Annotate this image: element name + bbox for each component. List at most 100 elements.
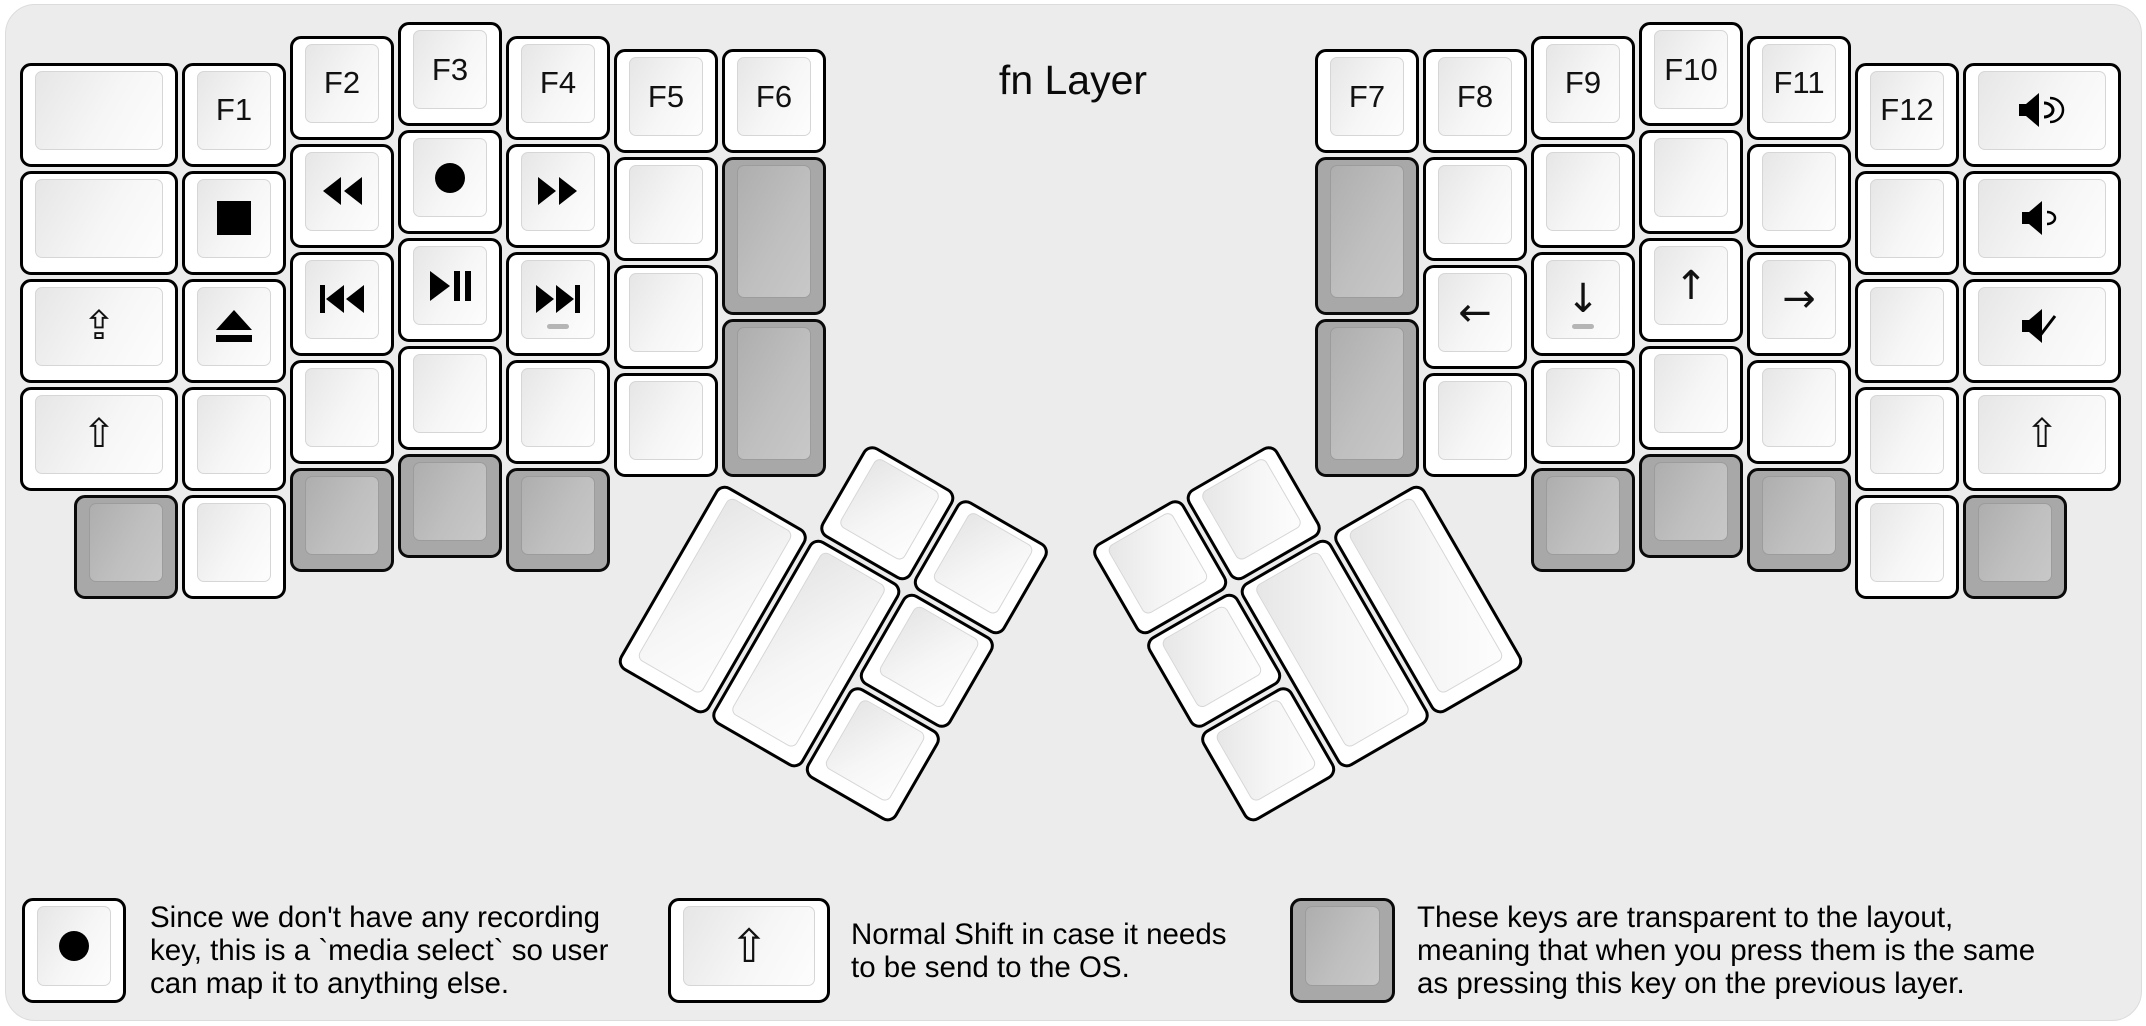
key-transparent[interactable] bbox=[74, 494, 178, 599]
key-transparent[interactable] bbox=[722, 157, 826, 315]
key-blank[interactable] bbox=[20, 62, 178, 167]
key-blank[interactable] bbox=[182, 386, 286, 491]
key-f6[interactable]: F6 bbox=[722, 49, 826, 153]
key-transparent[interactable] bbox=[1315, 157, 1419, 315]
key-transparent[interactable] bbox=[1747, 467, 1851, 572]
keycap-top bbox=[197, 286, 271, 366]
key-rewind[interactable] bbox=[290, 143, 394, 248]
key-f9[interactable]: F9 bbox=[1531, 35, 1635, 140]
legend-line: These keys are transparent to the layout… bbox=[1417, 901, 1954, 934]
key-caps-lock[interactable]: ⇪ bbox=[20, 278, 178, 383]
key-f11[interactable]: F11 bbox=[1747, 35, 1851, 140]
key-stop[interactable] bbox=[182, 170, 286, 275]
stop-icon bbox=[215, 199, 253, 237]
key-transparent[interactable] bbox=[1639, 454, 1743, 558]
key-blank[interactable] bbox=[1639, 130, 1743, 234]
key-blank[interactable] bbox=[20, 170, 178, 275]
key-blank[interactable] bbox=[614, 373, 718, 477]
key-arrow-left[interactable]: ← bbox=[1423, 265, 1527, 369]
keycap-top bbox=[629, 165, 703, 244]
legend-text-shift: Normal Shift in case it needs to be send… bbox=[851, 918, 1226, 984]
keycap-top bbox=[1870, 286, 1944, 366]
key-transparent[interactable] bbox=[1315, 319, 1419, 477]
key-blank[interactable] bbox=[1423, 157, 1527, 261]
key-f8[interactable]: F8 bbox=[1423, 49, 1527, 153]
key-eject[interactable] bbox=[182, 278, 286, 383]
key-transparent[interactable] bbox=[398, 454, 502, 558]
key-blank[interactable] bbox=[614, 265, 718, 369]
key-f10[interactable]: F10 bbox=[1639, 22, 1743, 126]
key-label: F6 bbox=[755, 78, 793, 114]
key-arrow-down[interactable]: ↓ bbox=[1531, 251, 1635, 356]
key-blank[interactable] bbox=[1855, 386, 1959, 491]
key-transparent[interactable] bbox=[506, 467, 610, 572]
key-mute[interactable] bbox=[1963, 278, 2121, 383]
key-f5[interactable]: F5 bbox=[614, 49, 718, 153]
key-fast-forward[interactable] bbox=[506, 143, 610, 248]
key-shift-left[interactable]: ⇧ bbox=[20, 386, 178, 491]
key-blank[interactable] bbox=[398, 346, 502, 450]
key-blank[interactable] bbox=[1855, 278, 1959, 383]
key-record[interactable] bbox=[398, 130, 502, 234]
key-arrow-up[interactable]: ↑ bbox=[1639, 238, 1743, 342]
key-f2[interactable]: F2 bbox=[290, 35, 394, 140]
keycap-top bbox=[305, 367, 379, 447]
key-label: F1 bbox=[215, 92, 253, 127]
key-blank[interactable] bbox=[1639, 346, 1743, 450]
key-shift-right[interactable]: ⇧ bbox=[1963, 386, 2121, 491]
key-f4[interactable]: F4 bbox=[506, 35, 610, 140]
key-blank[interactable] bbox=[290, 359, 394, 464]
keycap-top bbox=[413, 246, 487, 325]
key-f12[interactable]: F12 bbox=[1855, 62, 1959, 167]
key-blank[interactable] bbox=[1531, 359, 1635, 464]
keycap-top bbox=[1762, 475, 1836, 555]
keycap-top: F2 bbox=[305, 43, 379, 123]
keycap-top: ⇧ bbox=[1978, 394, 2106, 474]
keycap-top bbox=[1546, 367, 1620, 447]
volume-down-icon bbox=[2020, 199, 2064, 237]
key-blank[interactable] bbox=[1423, 373, 1527, 477]
key-blank[interactable] bbox=[1747, 143, 1851, 248]
key-prev-track[interactable] bbox=[290, 251, 394, 356]
keycap-top bbox=[305, 259, 379, 339]
key-blank[interactable] bbox=[506, 359, 610, 464]
keycap-top bbox=[823, 697, 927, 804]
key-blank[interactable] bbox=[1531, 143, 1635, 248]
key-play-pause[interactable] bbox=[398, 238, 502, 342]
key-label: F4 bbox=[539, 65, 577, 100]
key-transparent[interactable] bbox=[1963, 494, 2067, 599]
keycap-top: F7 bbox=[1330, 57, 1404, 136]
key-transparent[interactable] bbox=[722, 319, 826, 477]
record-icon bbox=[57, 929, 91, 963]
key-label: F9 bbox=[1564, 65, 1602, 100]
key-blank[interactable] bbox=[614, 157, 718, 261]
shift-icon: ⇧ bbox=[82, 411, 116, 457]
keycap-top bbox=[1106, 510, 1210, 617]
key-volume-up[interactable] bbox=[1963, 62, 2121, 167]
key-blank[interactable] bbox=[182, 494, 286, 599]
key-arrow-right[interactable]: → bbox=[1747, 251, 1851, 356]
key-f7[interactable]: F7 bbox=[1315, 49, 1419, 153]
keycap-top: F12 bbox=[1870, 70, 1944, 150]
key-transparent[interactable] bbox=[1531, 467, 1635, 572]
key-blank[interactable] bbox=[1855, 494, 1959, 599]
rewind-icon bbox=[320, 176, 364, 206]
keycap-top: ← bbox=[1438, 273, 1512, 352]
key-blank[interactable] bbox=[1855, 170, 1959, 275]
key-f3[interactable]: F3 bbox=[398, 22, 502, 126]
keycap-top bbox=[1654, 462, 1728, 541]
key-transparent[interactable] bbox=[290, 467, 394, 572]
keycap-top: F4 bbox=[521, 43, 595, 123]
key-volume-down[interactable] bbox=[1963, 170, 2121, 275]
keycap-top bbox=[413, 354, 487, 433]
key-blank[interactable] bbox=[1747, 359, 1851, 464]
key-f1[interactable]: F1 bbox=[182, 62, 286, 167]
arrow-up-icon: ↑ bbox=[1674, 262, 1708, 309]
legend-line: meaning that when you press them is the … bbox=[1417, 934, 2036, 967]
record-icon bbox=[433, 161, 467, 195]
shift-icon: ⇧ bbox=[2025, 411, 2059, 457]
shift-icon: ⇧ bbox=[729, 919, 769, 973]
homing-bar bbox=[1572, 323, 1594, 329]
keycap-top bbox=[521, 367, 595, 447]
key-next-track[interactable] bbox=[506, 251, 610, 356]
